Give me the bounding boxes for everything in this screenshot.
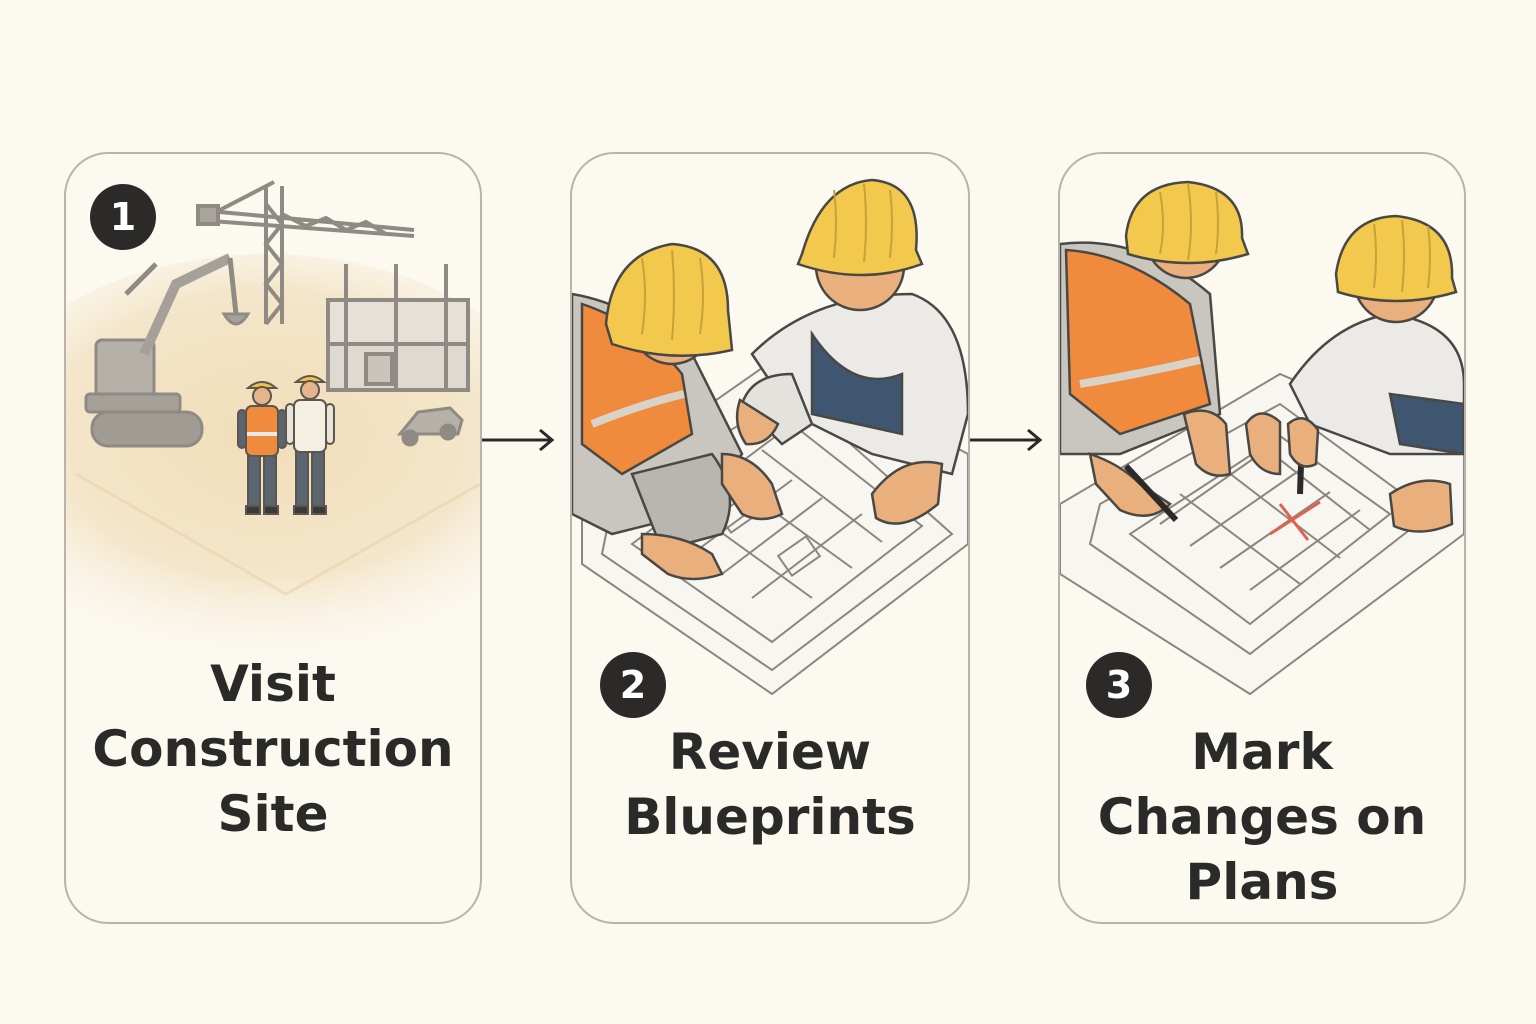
step-title: Mark Changes on Plans [1097,723,1427,911]
arrow-right-icon [482,428,555,452]
worker-icon [1244,214,1464,533]
change-mark-icon [1269,500,1321,541]
step-card-3: 3 Mark Changes on Plans [1058,152,1466,924]
step-card-2: 2 Review Blueprints [570,152,970,924]
excavator-icon [84,253,251,448]
arrow-right-icon [970,428,1043,452]
construction-site-illustration [66,180,480,654]
step-card-1: 1 Visit Construction Site [64,152,482,924]
worker-icon [735,178,968,525]
vehicle-icon [396,406,464,447]
worker-icon [572,242,784,581]
blueprint-review-illustration [572,178,968,696]
step-number-badge: 3 [1086,652,1152,718]
building-frame-icon [326,264,470,392]
worker-icon [285,375,335,515]
step-number-badge: 2 [600,652,666,718]
step-title: Review Blueprints [624,723,916,846]
mark-changes-illustration [1060,180,1464,696]
tower-crane-icon [196,180,415,326]
step-number-badge: 1 [90,184,156,250]
worker-icon [237,381,287,515]
worker-icon [1060,180,1250,523]
step-title: Visit Construction Site [92,655,454,843]
